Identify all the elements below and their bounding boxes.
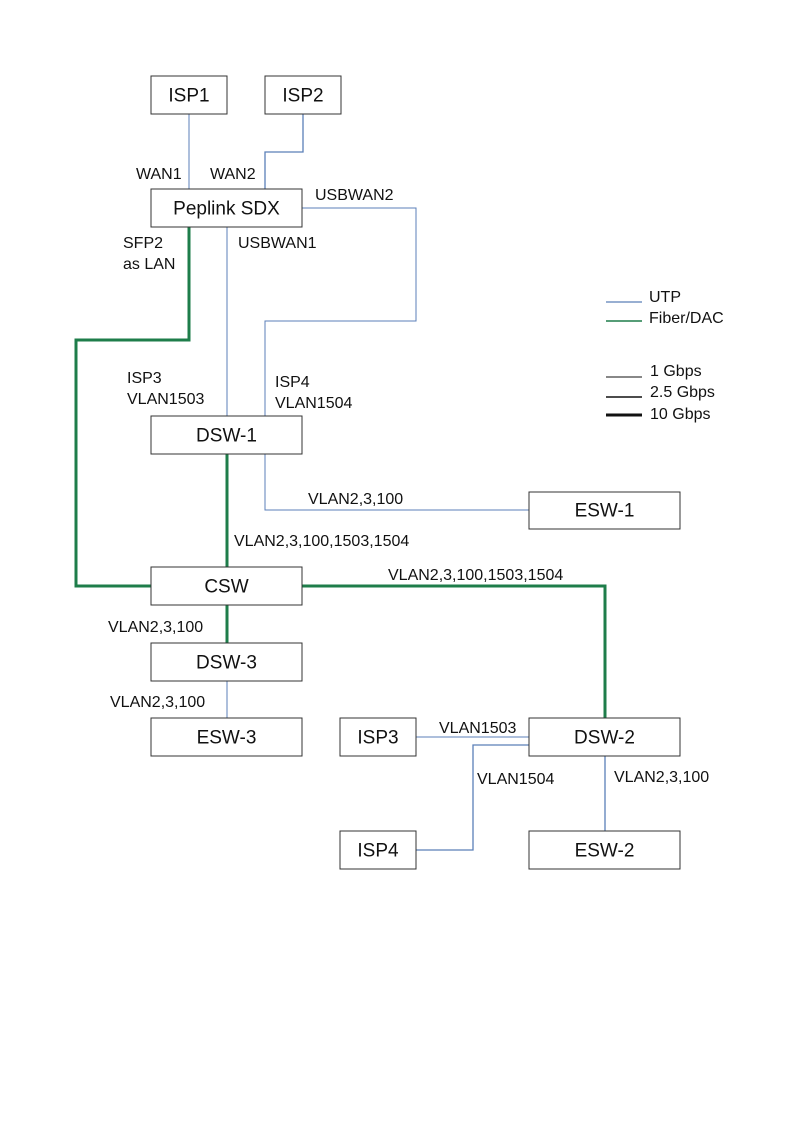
link-csw-dsw2 xyxy=(302,584,607,718)
label-csw-dsw3: VLAN2,3,100 xyxy=(108,619,203,636)
node-peplink-sdx-label: Peplink SDX xyxy=(173,199,280,220)
node-esw3[interactable]: ESW-3 xyxy=(150,717,303,757)
legend-2-5gbps-label: 2.5 Gbps xyxy=(650,384,715,401)
node-esw1[interactable]: ESW-1 xyxy=(528,491,681,530)
node-esw1-label: ESW-1 xyxy=(575,501,635,522)
label-isp4-line2: VLAN1504 xyxy=(275,395,352,412)
node-csw-label: CSW xyxy=(204,577,248,598)
node-dsw1[interactable]: DSW-1 xyxy=(150,415,303,455)
node-isp4-label: ISP4 xyxy=(357,841,399,862)
label-dsw1-csw: VLAN2,3,100,1503,1504 xyxy=(234,533,409,550)
node-dsw2[interactable]: DSW-2 xyxy=(528,717,681,757)
label-wan2: WAN2 xyxy=(210,166,256,183)
link-labels: WAN1 WAN2 USBWAN2 SFP2 as LAN USBWAN1 IS… xyxy=(108,166,709,788)
node-isp2-label: ISP2 xyxy=(282,86,323,107)
label-isp4-dsw2: VLAN1504 xyxy=(477,771,554,788)
link-sdx-usbwan2-dsw1 xyxy=(264,207,417,416)
node-peplink-sdx[interactable]: Peplink SDX xyxy=(150,188,303,228)
node-dsw2-label: DSW-2 xyxy=(574,728,635,749)
label-usbwan1: USBWAN1 xyxy=(238,235,317,252)
links xyxy=(74,114,607,851)
label-isp4-line1: ISP4 xyxy=(275,374,310,391)
label-sfp2-line1: SFP2 xyxy=(123,235,163,252)
node-csw[interactable]: CSW xyxy=(150,566,303,606)
label-dsw3-esw3: VLAN2,3,100 xyxy=(110,694,205,711)
label-usbwan2: USBWAN2 xyxy=(315,187,394,204)
label-isp3-dsw2: VLAN1503 xyxy=(439,720,516,737)
link-isp2-sdx xyxy=(264,114,304,189)
node-esw2[interactable]: ESW-2 xyxy=(528,830,681,870)
node-dsw3-label: DSW-3 xyxy=(196,653,257,674)
legend-utp-label: UTP xyxy=(649,289,681,306)
node-isp1[interactable]: ISP1 xyxy=(150,75,228,115)
legend-fiber-label: Fiber/DAC xyxy=(649,310,724,327)
label-csw-dsw2: VLAN2,3,100,1503,1504 xyxy=(388,567,563,584)
legend: UTP Fiber/DAC 1 Gbps 2.5 Gbps 10 Gbps xyxy=(606,289,724,423)
label-sfp2-line2: as LAN xyxy=(123,256,175,273)
node-isp2[interactable]: ISP2 xyxy=(264,75,342,115)
label-dsw2-esw2: VLAN2,3,100 xyxy=(614,769,709,786)
node-esw2-label: ESW-2 xyxy=(575,841,635,862)
node-esw3-label: ESW-3 xyxy=(197,728,257,749)
label-isp3-line1: ISP3 xyxy=(127,370,162,387)
link-isp4-dsw2 xyxy=(416,744,529,851)
link-sdx-sfp2-csw xyxy=(74,227,191,588)
legend-1gbps-label: 1 Gbps xyxy=(650,363,702,380)
label-dsw1-esw1: VLAN2,3,100 xyxy=(308,491,403,508)
legend-10gbps-label: 10 Gbps xyxy=(650,406,710,423)
node-dsw3[interactable]: DSW-3 xyxy=(150,642,303,682)
node-isp3[interactable]: ISP3 xyxy=(339,717,417,757)
node-isp1-label: ISP1 xyxy=(168,86,209,107)
node-isp3-label: ISP3 xyxy=(357,728,398,749)
label-wan1: WAN1 xyxy=(136,166,182,183)
label-isp3-line2: VLAN1503 xyxy=(127,391,204,408)
link-dsw1-esw1 xyxy=(264,454,529,511)
node-dsw1-label: DSW-1 xyxy=(196,426,257,447)
node-isp4[interactable]: ISP4 xyxy=(339,830,417,870)
